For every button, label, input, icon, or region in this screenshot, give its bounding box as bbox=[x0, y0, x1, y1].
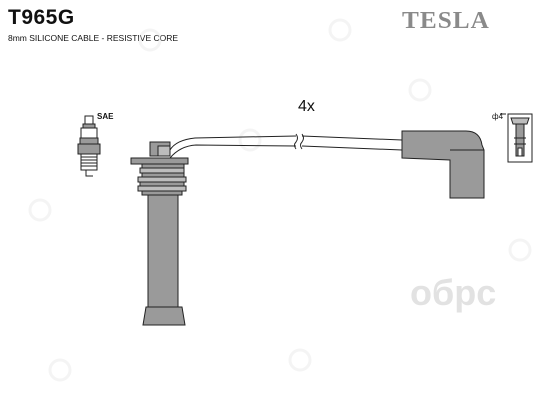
spark-plug bbox=[77, 115, 101, 177]
watermark-logo bbox=[28, 18, 532, 382]
cable-description: 8mm SILICONE CABLE - RESISTIVE CORE bbox=[8, 33, 179, 43]
brand-logo: TESLA bbox=[402, 8, 490, 34]
part-number-title: T965G bbox=[8, 6, 75, 29]
cable bbox=[169, 133, 403, 159]
quantity-label: 4x bbox=[298, 98, 315, 115]
plug-type-label: SAE bbox=[97, 112, 114, 121]
terminal-diameter-label: ф4 bbox=[492, 112, 504, 121]
coil-boot bbox=[130, 141, 189, 326]
plug-boot bbox=[401, 130, 485, 199]
terminal-detail bbox=[500, 113, 533, 163]
watermark-text: oбрс bbox=[410, 272, 497, 313]
